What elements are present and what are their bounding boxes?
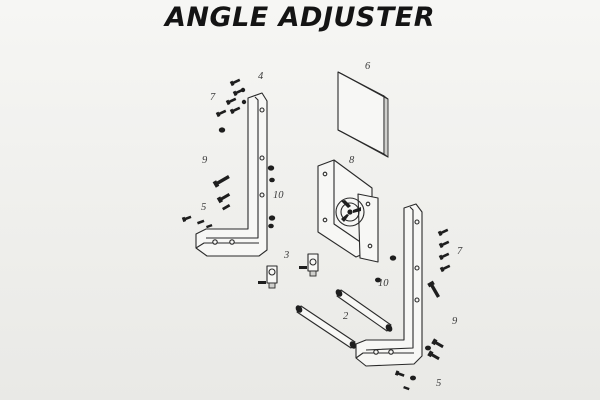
right-l-bracket bbox=[355, 203, 423, 367]
left-screws-4 bbox=[215, 78, 247, 118]
motor-bracket-8 bbox=[317, 159, 379, 263]
label-5-right: 5 bbox=[436, 378, 441, 389]
label-9-left: 9 bbox=[202, 155, 208, 166]
page-title: ANGLE ADJUSTER bbox=[164, 2, 436, 33]
label-4: 4 bbox=[258, 71, 264, 82]
label-3: 3 bbox=[283, 250, 289, 261]
right-bolts-9 bbox=[394, 280, 444, 391]
label-9-right: 9 bbox=[452, 316, 458, 327]
left-washers bbox=[218, 127, 276, 229]
label-10-left: 10 bbox=[273, 190, 284, 201]
hinge-3-left bbox=[258, 265, 278, 289]
left-l-bracket bbox=[195, 92, 268, 257]
label-10-right: 10 bbox=[378, 278, 389, 289]
label-7-right: 7 bbox=[457, 246, 463, 257]
label-6: 6 bbox=[365, 61, 371, 72]
label-7-left: 7 bbox=[210, 92, 216, 103]
label-8: 8 bbox=[349, 155, 355, 166]
label-5-left: 5 bbox=[201, 202, 206, 213]
left-bolts-5 bbox=[181, 175, 231, 229]
hinge-3-right bbox=[299, 253, 319, 277]
rods-2 bbox=[295, 289, 393, 349]
right-screws-7 bbox=[437, 228, 451, 273]
right-washers bbox=[375, 255, 431, 381]
label-2: 2 bbox=[343, 311, 349, 322]
mounting-plate-6 bbox=[337, 71, 389, 158]
